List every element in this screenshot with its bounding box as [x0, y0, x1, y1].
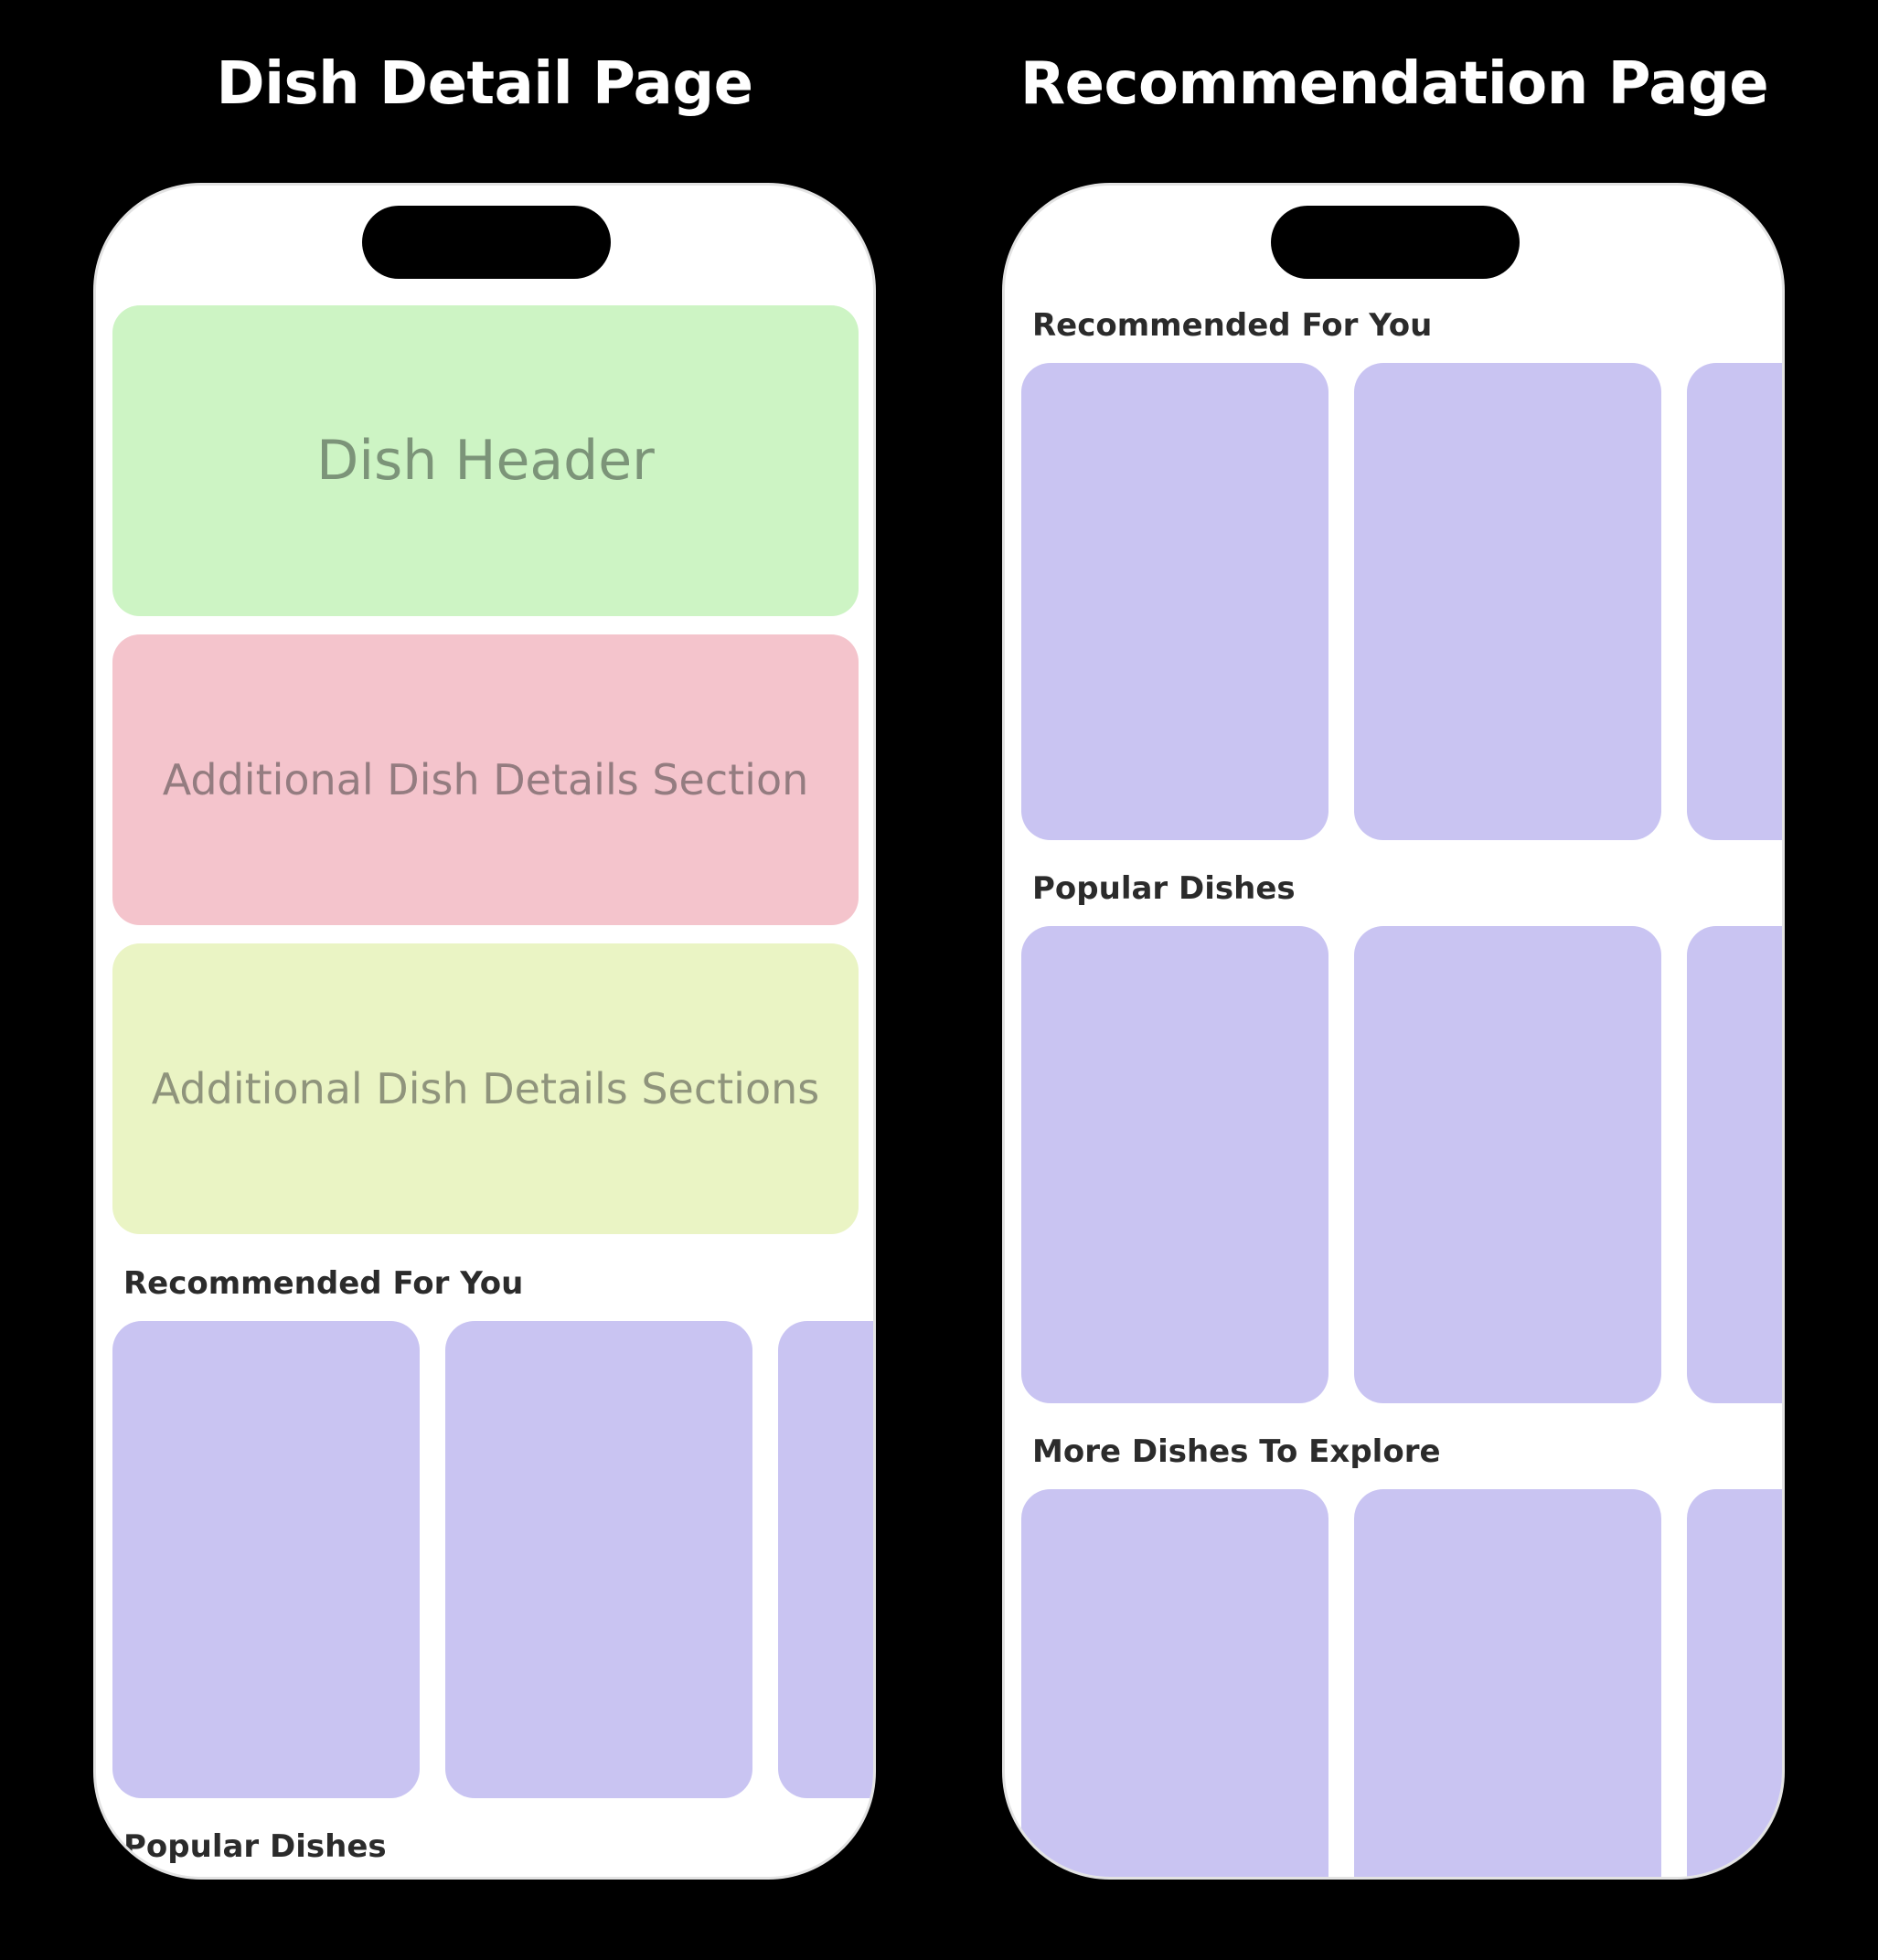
additional-details-sections-block[interactable]: Additional Dish Details Sections	[112, 943, 859, 1234]
dish-card[interactable]	[1354, 1489, 1661, 1877]
dish-card[interactable]	[1021, 926, 1328, 1403]
dish-card[interactable]	[1021, 363, 1328, 840]
dish-card[interactable]	[1687, 926, 1782, 1403]
additional-details-section-label: Additional Dish Details Section	[162, 755, 809, 804]
additional-details-sections-label: Additional Dish Details Sections	[151, 1064, 820, 1113]
recommendation-phone: Recommended For You Popular Dishes More …	[1002, 183, 1785, 1880]
dish-detail-phone: Dish Header Additional Dish Details Sect…	[93, 183, 876, 1880]
dish-card[interactable]	[778, 1321, 873, 1798]
section-label-recommended: Recommended For You	[1032, 307, 1433, 344]
dish-card[interactable]	[445, 1321, 752, 1798]
dish-card[interactable]	[1687, 1489, 1782, 1877]
dish-header-block[interactable]: Dish Header	[112, 305, 859, 616]
recommendation-page-title: Recommendation Page	[1019, 50, 1769, 118]
dish-card[interactable]	[1687, 363, 1782, 840]
dish-detail-page-title: Dish Detail Page	[216, 50, 753, 118]
dynamic-island	[1271, 206, 1520, 279]
dynamic-island	[362, 206, 611, 279]
section-label-popular: Popular Dishes	[1032, 870, 1296, 907]
section-label-popular: Popular Dishes	[123, 1828, 387, 1865]
dish-card[interactable]	[1354, 926, 1661, 1403]
additional-details-section-block[interactable]: Additional Dish Details Section	[112, 634, 859, 925]
section-label-recommended: Recommended For You	[123, 1265, 524, 1302]
section-label-more-dishes: More Dishes To Explore	[1032, 1433, 1441, 1470]
dish-card[interactable]	[1021, 1489, 1328, 1877]
dish-card[interactable]	[1354, 363, 1661, 840]
dish-header-label: Dish Header	[316, 429, 655, 493]
dish-card[interactable]	[112, 1321, 420, 1798]
